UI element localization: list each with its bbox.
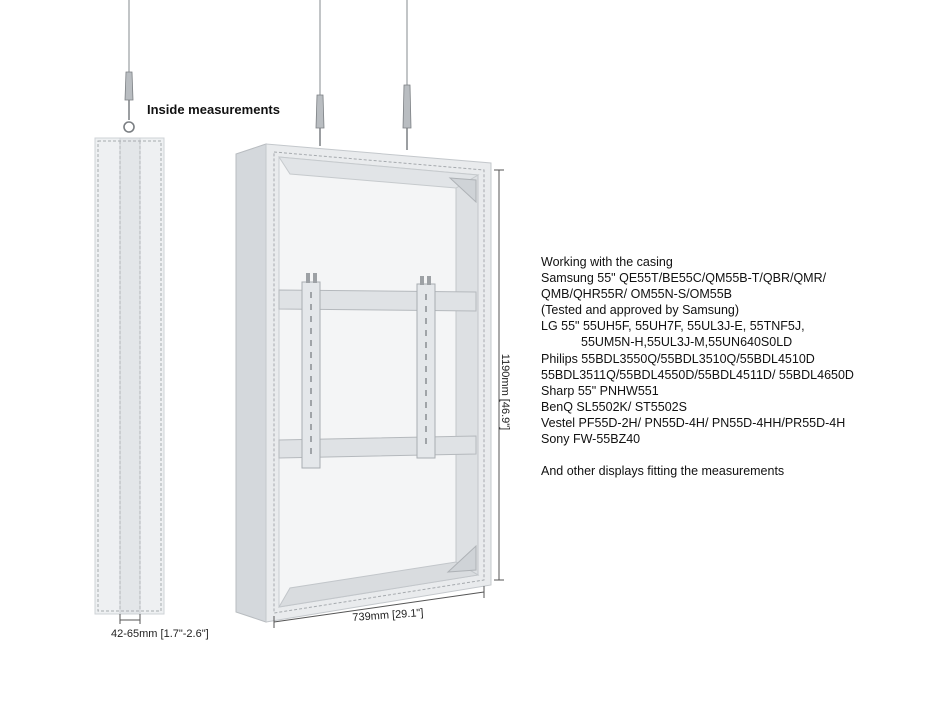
compat-line: QMB/QHR55R/ OM55N-S/OM55B bbox=[541, 287, 733, 302]
bolt-right-top bbox=[420, 276, 424, 285]
compat-line: 55UM5N-H,55UL3J-M,55UN640S0LD bbox=[581, 335, 793, 350]
compat-line: Working with the casing bbox=[541, 255, 673, 269]
casing-inner-bottom bbox=[278, 561, 480, 608]
side-view bbox=[94, 0, 165, 624]
front-view bbox=[235, 0, 504, 628]
casing-side-face bbox=[235, 143, 267, 623]
brace-top-right bbox=[448, 177, 477, 204]
turnbuckle-left bbox=[315, 94, 325, 129]
compat-line: Vestel PF55D-2H/ PN55D-4H/ PN55D-4HH/PR5… bbox=[541, 415, 846, 430]
compatibility-list: Working with the casing Samsung 55" QE55… bbox=[541, 254, 854, 479]
compat-gap bbox=[541, 447, 854, 463]
compat-line: Samsung 55" QE55T/BE55C/QM55B-T/QBR/QMR/ bbox=[541, 271, 827, 286]
casing-inner-right-wall bbox=[455, 174, 479, 576]
height-dimension-label: 1190mm [46.9"] bbox=[499, 353, 511, 431]
compat-line: LG 55" 55UH5F, 55UH7F, 55UL3J-E, 55TNF5J… bbox=[541, 319, 805, 334]
compat-line: 55BDL3511Q/55BDL4550D/55BDL4511D/ 55BDL4… bbox=[541, 367, 854, 382]
compat-line: Philips 55BDL3550Q/55BDL3510Q/55BDL4510D bbox=[541, 351, 815, 366]
bolt-right-top-2 bbox=[427, 276, 431, 285]
vesa-arm-left bbox=[301, 281, 321, 469]
side-ring bbox=[123, 121, 135, 133]
brace-bottom-right bbox=[446, 544, 477, 573]
bolt-left-top bbox=[306, 273, 310, 283]
width-dim-line bbox=[273, 591, 485, 623]
turnbuckle-right bbox=[402, 84, 412, 129]
side-turnbuckle bbox=[124, 71, 134, 101]
compat-line: Sharp 55" PNHW551 bbox=[541, 383, 659, 398]
compat-line: (Tested and approved by Samsung) bbox=[541, 303, 740, 318]
side-panel-center bbox=[119, 137, 141, 615]
casing-opening-dashed bbox=[273, 151, 485, 614]
bolt-left-top-2 bbox=[313, 273, 317, 283]
compat-line: Sony FW-55BZ40 bbox=[541, 432, 641, 447]
inside-measurements-heading: Inside measurements bbox=[147, 102, 280, 117]
compat-footer: And other displays fitting the measureme… bbox=[541, 464, 785, 479]
compat-line: BenQ SL5502K/ ST5502S bbox=[541, 399, 687, 414]
side-panel-inner-dashed bbox=[97, 140, 162, 612]
casing-inner-top bbox=[278, 156, 480, 189]
depth-dimension-label: 42-65mm [1.7"-2.6"] bbox=[111, 628, 209, 640]
